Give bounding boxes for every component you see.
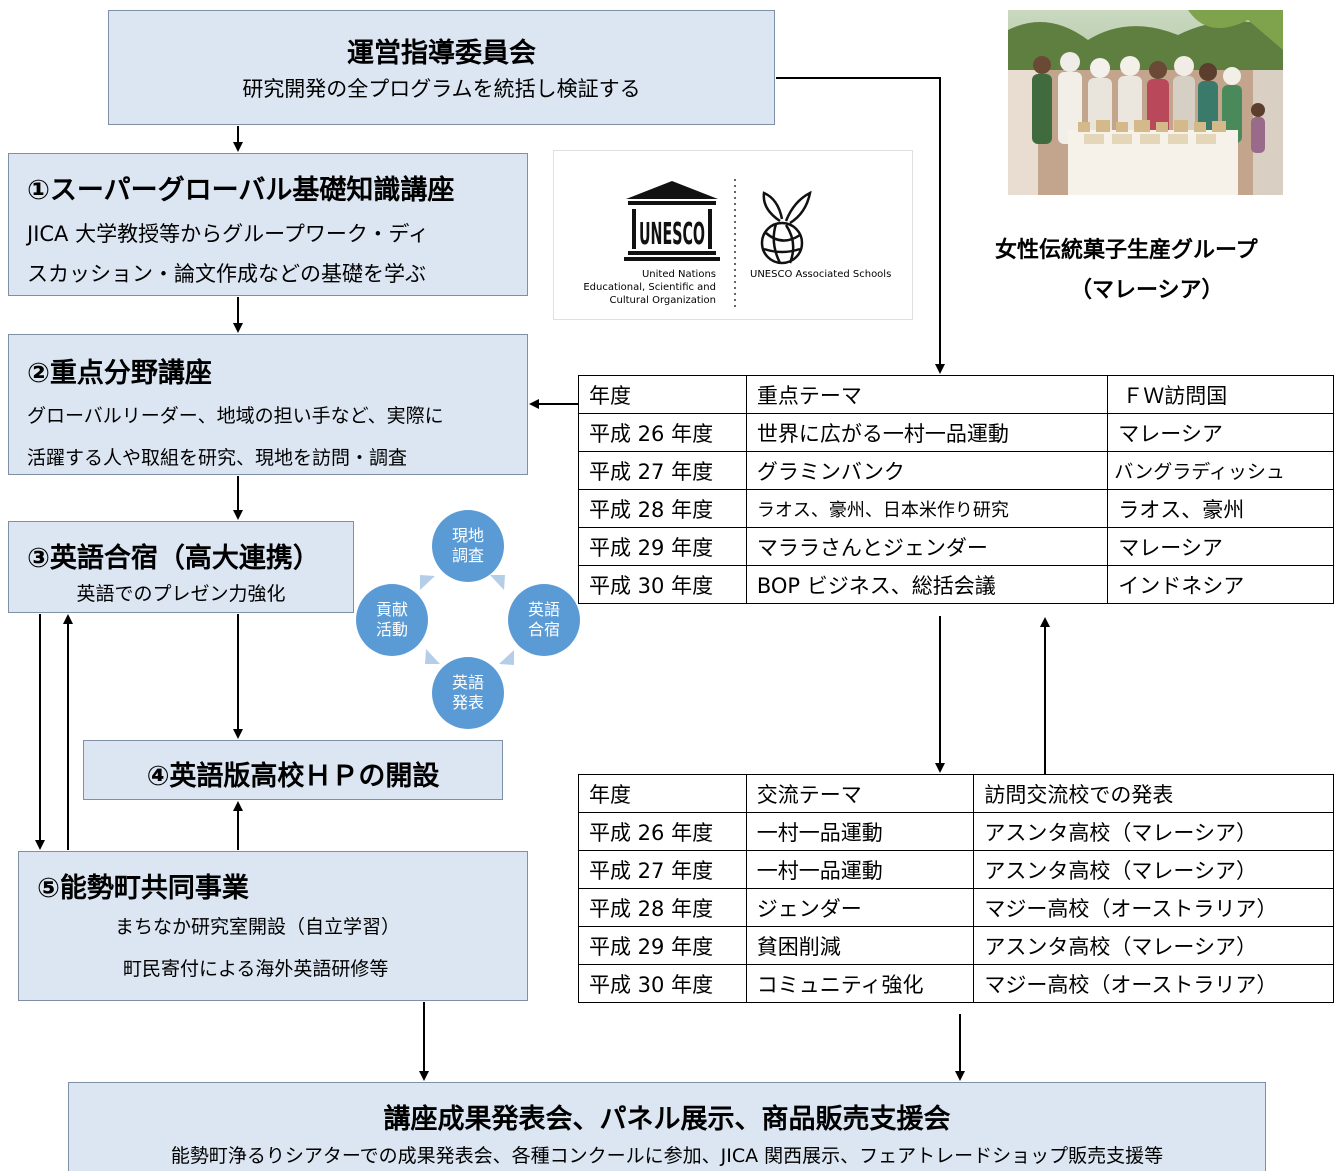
table-cell: アスンタ高校（マレーシア） xyxy=(973,850,1334,889)
cycle-arrow-2 xyxy=(499,650,514,665)
table-cell: バングラディッシュ xyxy=(1107,451,1334,490)
step1-line2: スカッション・論文作成などの基礎を学ぶ xyxy=(27,262,426,286)
table-row: 平成 28 年度 ジェンダー マジー高校（オーストラリア） xyxy=(578,888,1334,927)
table-cell: マレーシア xyxy=(1107,413,1334,452)
step3-line1: 英語でのプレゼン力強化 xyxy=(76,583,286,605)
step5-title: ⑤能勢町共同事業 xyxy=(37,873,249,904)
step3-box: ③英語合宿（高大連携） 英語でのプレゼン力強化 xyxy=(8,521,354,613)
final-title: 講座成果発表会、パネル展示、商品販売支援会 xyxy=(383,1104,951,1135)
table-cell: マレーシア xyxy=(1107,527,1334,566)
table-row: 平成 27 年度 一村一品運動 アスンタ高校（マレーシア） xyxy=(578,850,1334,889)
table-cell: 世界に広がる一村一品運動 xyxy=(745,413,1109,452)
final-line1: 能勢町浄るりシアターでの成果発表会、各種コンクールに参加、JICA 関西展示、フ… xyxy=(170,1145,1164,1167)
unesco-left-line1: United Nations xyxy=(641,269,716,280)
table-header-row: 年度 重点テーマ ＦＷ訪問国 xyxy=(578,375,1334,414)
table-row: 平成 30 年度 コミュニティ強化 マジー高校（オーストラリア） xyxy=(578,964,1334,1003)
table-cell: 平成 28 年度 xyxy=(578,489,747,528)
table-cell: 平成 27 年度 xyxy=(578,850,747,889)
step2-title: ②重点分野講座 xyxy=(27,358,212,389)
table-cell: 平成 26 年度 xyxy=(578,413,747,452)
table-cell: アスンタ高校（マレーシア） xyxy=(973,812,1334,851)
table-header-row: 年度 交流テーマ 訪問交流校での発表 xyxy=(578,774,1334,813)
final-box: 講座成果発表会、パネル展示、商品販売支援会 能勢町浄るりシアターでの成果発表会、… xyxy=(68,1082,1266,1171)
step1-title: ①スーパーグローバル基礎知識講座 xyxy=(27,175,455,206)
unesco-temple-icon: UNESCO xyxy=(624,179,812,307)
cycle-node-presentation: 英語発表 xyxy=(432,657,504,729)
step4-title: ④英語版高校ＨＰの開設 xyxy=(146,761,440,792)
unesco-logo: UNESCO United Nations Educational, Scien… xyxy=(553,150,913,320)
table-row: 平成 28 年度 ラオス、豪州、日本米作り研究 ラオス、豪州 xyxy=(578,489,1334,528)
step2-line1: グローバルリーダー、地域の担い手など、実際に xyxy=(27,405,444,427)
photo-caption-line2: （マレーシア） xyxy=(1070,278,1224,303)
table-header-cell: 重点テーマ xyxy=(745,375,1109,414)
table-cell: 平成 30 年度 xyxy=(578,964,747,1003)
table-header-cell: 年度 xyxy=(578,375,747,414)
table-row: 平成 27 年度 グラミンバンク バングラディッシュ xyxy=(578,451,1334,490)
unesco-right-text: UNESCO Associated Schools xyxy=(750,269,892,280)
cycle-node-contribution: 貢献活動 xyxy=(356,584,428,656)
committee-subtitle: 研究開発の全プログラムを統括し検証する xyxy=(242,77,641,101)
table-cell: ジェンダー xyxy=(745,888,975,927)
unesco-left-line3: Cultural Organization xyxy=(609,295,716,306)
step2-line2: 活躍する人や取組を研究、現地を訪問・調査 xyxy=(27,447,408,469)
committee-box: 運営指導委員会 研究開発の全プログラムを統括し検証する xyxy=(108,10,775,125)
cycle-arrow-1 xyxy=(490,575,505,590)
table-cell: ラオス、豪州 xyxy=(1107,489,1334,528)
table-cell: 平成 26 年度 xyxy=(578,812,747,851)
table-row: 平成 26 年度 一村一品運動 アスンタ高校（マレーシア） xyxy=(578,812,1334,851)
table-header-cell: 訪問交流校での発表 xyxy=(973,774,1334,813)
table-row: 平成 30 年度 BOP ビジネス、総括会議 インドネシア xyxy=(578,565,1334,604)
table-cell: マジー高校（オーストラリア） xyxy=(973,888,1334,927)
cycle-node-survey: 現地調査 xyxy=(432,510,504,582)
table-cell: インドネシア xyxy=(1107,565,1334,604)
cycle-arrow-3 xyxy=(425,649,440,664)
step5-line2: 町民寄付による海外英語研修等 xyxy=(123,958,389,980)
table-cell: 一村一品運動 xyxy=(745,850,975,889)
cycle-node-camp: 英語合宿 xyxy=(508,584,580,656)
table-cell: 平成 27 年度 xyxy=(578,451,747,490)
step5-line1: まちなか研究室開設（自立学習） xyxy=(115,916,401,938)
table-cell: 平成 29 年度 xyxy=(578,527,747,566)
table-header-cell: 交流テーマ xyxy=(745,774,975,813)
table-cell: BOP ビジネス、総括会議 xyxy=(745,565,1109,604)
step3-title: ③英語合宿（高大連携） xyxy=(27,543,320,574)
table-row: 平成 26 年度 世界に広がる一村一品運動 マレーシア xyxy=(578,413,1334,452)
table-cell: コミュニティ強化 xyxy=(745,964,975,1003)
step4-box: ④英語版高校ＨＰの開設 xyxy=(83,740,503,800)
themes-table: 年度 重点テーマ ＦＷ訪問国 平成 26 年度 世界に広がる一村一品運動 マレー… xyxy=(578,375,1334,604)
malaysia-group-photo xyxy=(1008,10,1283,195)
step1-box: ①スーパーグローバル基礎知識講座 JICA 大学教授等からグループワーク・ディ … xyxy=(8,153,528,296)
table-header-cell: ＦＷ訪問国 xyxy=(1107,375,1334,414)
cycle-arrow-4 xyxy=(420,575,435,590)
step2-box: ②重点分野講座 グローバルリーダー、地域の担い手など、実際に 活躍する人や取組を… xyxy=(8,334,528,475)
table-cell: マララさんとジェンダー xyxy=(745,527,1109,566)
table-cell: グラミンバンク xyxy=(745,451,1109,490)
table-row: 平成 29 年度 貧困削減 アスンタ高校（マレーシア） xyxy=(578,926,1334,965)
table-cell: ラオス、豪州、日本米作り研究 xyxy=(745,489,1109,528)
table-cell: 平成 30 年度 xyxy=(578,565,747,604)
step5-box: ⑤能勢町共同事業 まちなか研究室開設（自立学習） 町民寄付による海外英語研修等 xyxy=(18,851,528,1001)
table-cell: マジー高校（オーストラリア） xyxy=(973,964,1334,1003)
committee-title: 運営指導委員会 xyxy=(347,38,536,69)
unesco-left-line2: Educational, Scientific and xyxy=(583,282,716,293)
table-cell: 平成 29 年度 xyxy=(578,926,747,965)
table-header-cell: 年度 xyxy=(578,774,747,813)
step1-line1: JICA 大学教授等からグループワーク・ディ xyxy=(27,222,429,246)
photo-caption-line1: 女性伝統菓子生産グループ xyxy=(995,238,1258,263)
table-cell: 一村一品運動 xyxy=(745,812,975,851)
table-cell: 平成 28 年度 xyxy=(578,888,747,927)
table-cell: アスンタ高校（マレーシア） xyxy=(973,926,1334,965)
exchange-table: 年度 交流テーマ 訪問交流校での発表 平成 26 年度 一村一品運動 アスンタ高… xyxy=(578,774,1334,1003)
svg-text:UNESCO: UNESCO xyxy=(639,217,705,252)
table-row: 平成 29 年度 マララさんとジェンダー マレーシア xyxy=(578,527,1334,566)
table-cell: 貧困削減 xyxy=(745,926,975,965)
